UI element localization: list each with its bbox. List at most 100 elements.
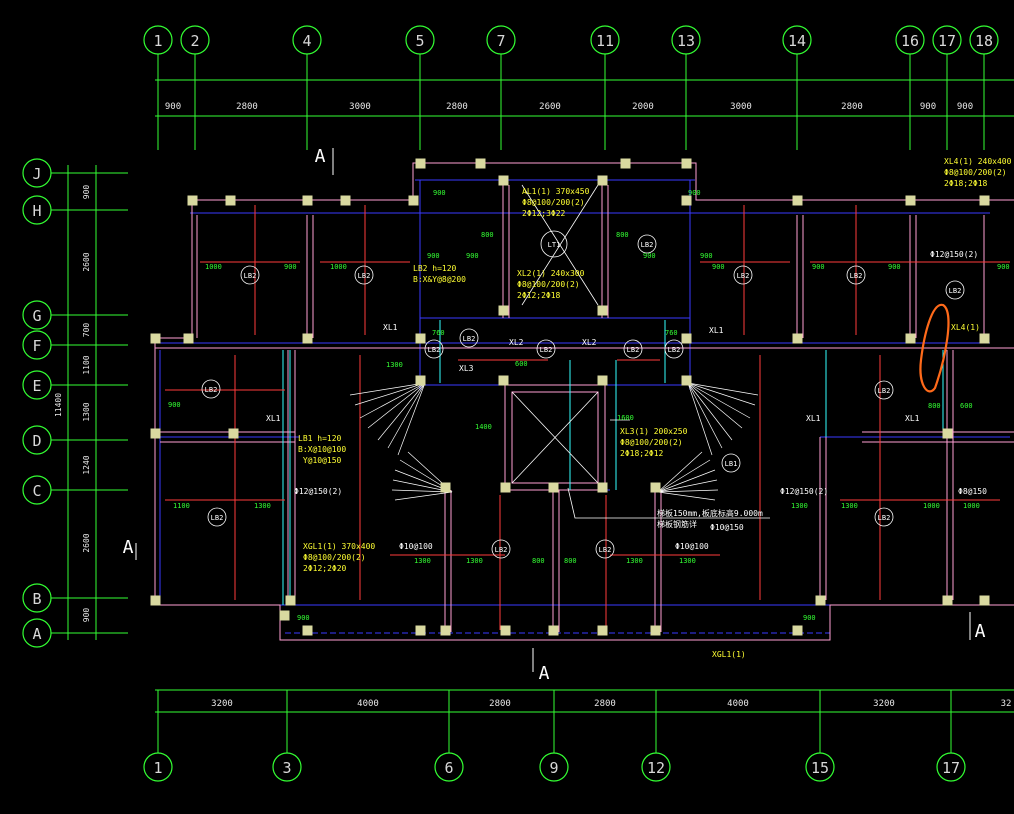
column	[500, 482, 511, 493]
dimension-left: 2600	[82, 533, 91, 552]
dimension-bottom: 3200	[873, 699, 895, 709]
rebar-spec-note: Φ12@150(2)	[780, 487, 828, 496]
rebar-length-note: 900	[433, 189, 446, 197]
axis-label-top: 13	[677, 32, 695, 50]
stair-label: LT1	[548, 241, 561, 249]
dimension-left: 900	[82, 185, 91, 200]
axis-label-left: D	[32, 432, 41, 450]
column	[548, 482, 559, 493]
slab-label-circle	[733, 265, 753, 285]
stair-fan-left-bottom	[391, 451, 453, 501]
slab-label: LB2	[627, 346, 640, 354]
axis-label-bottom: 3	[282, 759, 291, 777]
rebar-length-note: 900	[812, 263, 825, 271]
column	[440, 625, 451, 636]
column	[548, 625, 559, 636]
slab-label-circle	[874, 380, 894, 400]
beam-tag: XL2	[582, 338, 597, 347]
wall-layer	[154, 162, 1014, 641]
rebar-length-note: 1000	[923, 502, 940, 510]
slab-label: LB2	[358, 272, 371, 280]
column	[979, 195, 990, 206]
rebar-length-note: 1300	[679, 557, 696, 565]
column	[792, 195, 803, 206]
slab-label-circle	[874, 507, 894, 527]
slab-label-circle	[459, 328, 479, 348]
slab-label-circle	[637, 234, 657, 254]
section-mark: A	[123, 537, 134, 558]
slab-label-circle	[240, 265, 260, 285]
section-mark: A	[539, 663, 550, 684]
rebar-length-note: 900	[284, 263, 297, 271]
slab-label-circle	[595, 539, 615, 559]
rebar-spec-note: Φ10@150	[710, 523, 744, 532]
dimension-bottom: 32	[1001, 699, 1012, 709]
slab-label-circle	[721, 453, 741, 473]
rebar-spec-note: Φ8@150	[958, 487, 987, 496]
slab-label: LB2	[428, 346, 441, 354]
column	[792, 625, 803, 636]
beam-annotation-line: LB2 h=120	[413, 264, 457, 273]
column	[681, 333, 692, 344]
axis-label-top: 14	[788, 32, 806, 50]
slab-label: LB2	[668, 346, 681, 354]
column	[681, 375, 692, 386]
rebar-length-note: 900	[427, 252, 440, 260]
axis-label-bottom: 12	[647, 759, 665, 777]
column	[440, 482, 451, 493]
column	[408, 195, 419, 206]
beam-annotation-line: XL4(1)	[951, 323, 980, 332]
axis-label-top: 1	[153, 32, 162, 50]
beam-annotation-line: Φ8@100/200(2)	[944, 168, 1007, 177]
beam-annotation: XGL1(1)	[712, 650, 746, 659]
rebar-spec-note: Φ12@150(2)	[930, 250, 978, 259]
dimension-left: 1100	[82, 355, 91, 374]
rebar-length-note: 1000	[205, 263, 222, 271]
rebar-length-note: 1400	[475, 423, 492, 431]
dimension-left: 700	[82, 323, 91, 338]
axis-label-left: E	[32, 377, 41, 395]
rebar-length-note: 900	[466, 252, 479, 260]
slab-label-circle	[623, 339, 643, 359]
beam-tag: XL3	[459, 364, 474, 373]
beam-annotation-line: Y@10@150	[298, 456, 342, 465]
rebar-length-note: 900	[700, 252, 713, 260]
column	[620, 158, 631, 169]
dimension-left-total: 11400	[54, 393, 63, 417]
slab-label: LB2	[211, 514, 224, 522]
column	[415, 333, 426, 344]
dimension-top: 900	[957, 102, 973, 112]
rebar-spec-note: Φ12@150(2)	[294, 487, 342, 496]
beam-annotation-line: XL2(1) 240x300	[517, 269, 585, 278]
rebar-length-note: 1000	[330, 263, 347, 271]
column	[979, 333, 990, 344]
column	[942, 595, 953, 606]
beam-annotation-line: 2Φ12;3Φ22	[522, 209, 566, 218]
beam-tag: XL2	[509, 338, 524, 347]
column	[475, 158, 486, 169]
dimension-left: 900	[82, 608, 91, 623]
column	[415, 158, 426, 169]
red-rebar-lines	[165, 205, 1010, 630]
slab-label: LB2	[737, 272, 750, 280]
column	[650, 625, 661, 636]
rebar-length-note: 1300	[386, 361, 403, 369]
column	[415, 375, 426, 386]
dimension-top: 900	[920, 102, 936, 112]
axis-label-left: J	[32, 165, 41, 183]
column	[285, 595, 296, 606]
rebar-length-note: 900	[997, 263, 1010, 271]
rebar-length-note: 900	[888, 263, 901, 271]
dimension-top: 2600	[539, 102, 561, 112]
slab-label: LB2	[495, 546, 508, 554]
column	[815, 595, 826, 606]
beam-tag: XL1	[266, 414, 281, 423]
axis-label-top: 16	[901, 32, 919, 50]
dimension-bottom: 4000	[727, 699, 749, 709]
slab-label: LB2	[244, 272, 257, 280]
